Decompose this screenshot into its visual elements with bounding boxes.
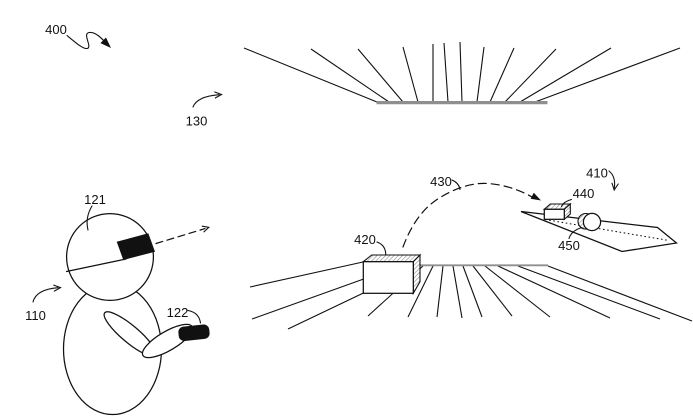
figure-reference-420: 420 (354, 232, 387, 256)
ceiling-structure (243, 41, 681, 105)
trajectory-arrowhead-icon (530, 192, 541, 201)
ball-450-sphere (582, 212, 602, 232)
label-130: 130 (186, 114, 208, 129)
ramp-410 (520, 202, 678, 253)
label-110: 110 (25, 308, 46, 323)
figure-reference-130: 130 (186, 91, 223, 129)
leader-line (560, 198, 573, 208)
leader-line (86, 205, 93, 231)
hmd-device (116, 233, 155, 260)
ramp-plane (520, 210, 678, 253)
open-arrowhead-icon (611, 182, 619, 192)
figure-reference-110: 110 (25, 284, 62, 323)
block-440 (542, 202, 572, 221)
leader-line (376, 241, 387, 256)
ball-450 (577, 212, 602, 232)
box-420-top-face (361, 254, 422, 263)
box-420 (361, 253, 422, 296)
curved-arrow-shaft (32, 287, 59, 303)
box-420-front-face (362, 261, 414, 294)
label-400: 400 (45, 22, 67, 37)
open-arrowhead-icon (201, 225, 210, 233)
curved-arrow-shaft (192, 94, 220, 108)
trajectory-dashed-arc (402, 182, 535, 248)
floor-structure (249, 261, 693, 330)
trajectory-430 (402, 182, 541, 248)
figure-reference-450: 450 (558, 226, 583, 253)
leader-line (568, 226, 583, 240)
label-430: 430 (430, 174, 452, 189)
headset-strap (65, 258, 127, 273)
squiggle-arrowhead-icon (100, 37, 111, 48)
leader-line (451, 179, 461, 191)
box-420-side-face (412, 253, 421, 296)
label-440: 440 (573, 186, 595, 201)
handheld-controller (178, 324, 210, 342)
figure-reference-122: 122 (167, 305, 202, 324)
figure-reference-440: 440 (560, 186, 595, 208)
open-arrowhead-icon (214, 91, 223, 99)
label-121: 121 (84, 192, 106, 207)
figure-reference-400: 400 (45, 22, 111, 50)
figure-reference-410: 410 (586, 166, 619, 192)
user-head (65, 212, 155, 302)
label-122: 122 (167, 305, 189, 320)
gaze-ray (155, 225, 210, 245)
figure-reference-430: 430 (430, 174, 461, 191)
squiggle-arrow-shaft (66, 31, 109, 50)
label-420: 420 (354, 232, 376, 247)
label-450: 450 (558, 238, 580, 253)
figure-reference-121: 121 (84, 192, 106, 231)
curved-arrow-shaft (608, 170, 616, 190)
leader-line (187, 309, 202, 324)
open-arrowhead-icon (53, 284, 62, 292)
gaze-dashed-line (155, 228, 206, 245)
block-440-front-face (543, 208, 565, 220)
label-410: 410 (586, 166, 608, 181)
user-figure (62, 212, 210, 416)
